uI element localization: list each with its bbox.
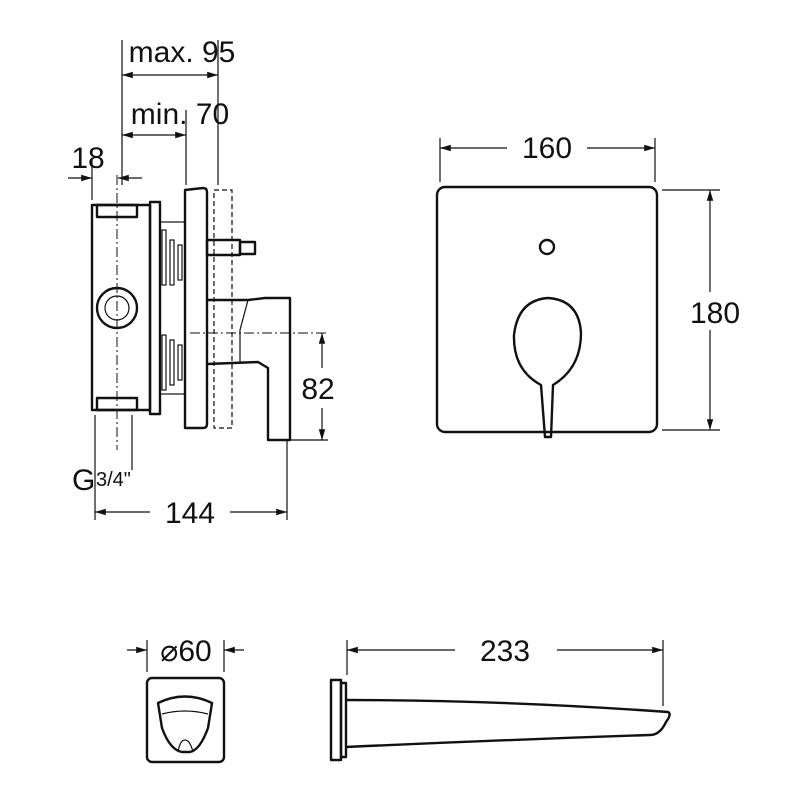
valve-body	[90, 203, 152, 412]
max-depth-label: max. 95	[129, 36, 236, 69]
thread-prefix-label: G	[72, 464, 95, 497]
spout-outlet	[156, 695, 214, 754]
front-view: 160 180	[435, 128, 760, 439]
mounting-ring	[148, 200, 162, 416]
offset-label: 18	[71, 142, 104, 175]
total-depth-label: 144	[165, 497, 215, 530]
plate-height-label: 180	[690, 297, 740, 330]
wall-line	[213, 189, 233, 429]
front-lever	[512, 296, 583, 439]
spout-end-view: ⌀60	[127, 635, 244, 764]
plate-width-label: 160	[522, 132, 572, 165]
min-depth-label: min. 70	[131, 98, 229, 131]
body-slots	[161, 229, 183, 391]
lever-handle	[206, 296, 292, 442]
spout-side-view: 233	[329, 630, 671, 762]
spout-square-plate	[145, 676, 226, 764]
pipe-stub	[205, 238, 242, 257]
spout-length-label: 233	[480, 635, 530, 668]
front-plate	[435, 185, 659, 434]
spout-diameter-label: ⌀60	[160, 635, 211, 668]
cover-plate	[183, 186, 209, 430]
spout-flange	[329, 678, 343, 762]
thread-size-label: 3/4"	[96, 469, 131, 491]
spout-body	[345, 698, 671, 749]
side-dimensions: max. 95 min. 70 18 82 G 3/4" 144	[68, 35, 340, 530]
side-view	[90, 175, 328, 450]
handle-height-label: 82	[301, 373, 334, 406]
diverter-knob	[538, 238, 556, 256]
